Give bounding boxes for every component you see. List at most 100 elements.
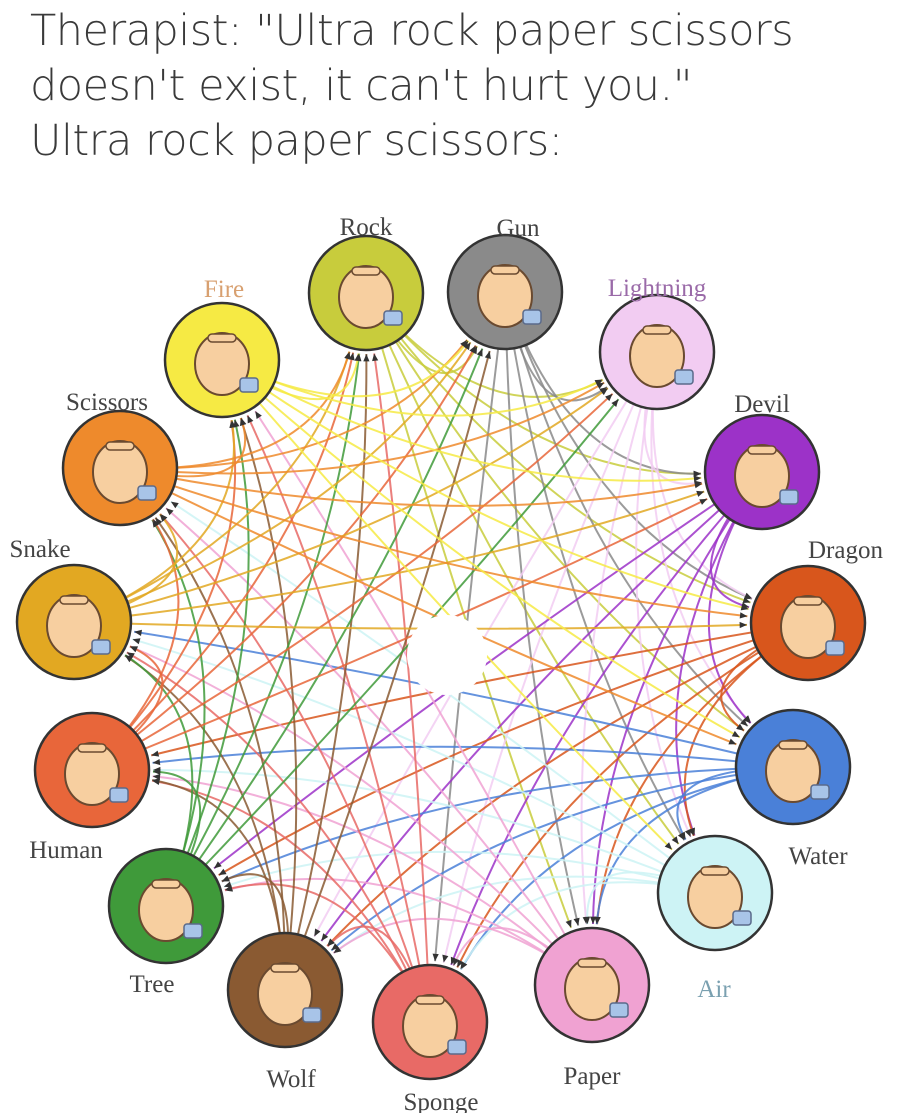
arrowhead: [152, 768, 161, 775]
hand-icon: [338, 265, 403, 329]
beats-arrow-tree-gun: [165, 348, 484, 907]
arrowhead: [333, 946, 342, 954]
arrowhead: [152, 778, 160, 785]
gesture-devil: Devil: [703, 391, 821, 531]
beats-arrow-devil-wolf: [320, 471, 763, 942]
arrowhead: [224, 885, 233, 892]
arrowhead: [736, 723, 744, 731]
beats-arrow-scissors-devil: [119, 467, 703, 507]
arrowhead: [664, 842, 673, 850]
arrowhead: [134, 629, 142, 636]
beats-arrow-human-gun: [91, 345, 477, 771]
arrowhead: [696, 490, 705, 497]
beats-arrow-air-wolf: [333, 875, 716, 954]
gesture-label: Water: [788, 843, 848, 870]
beats-arrow-air-tree: [223, 850, 716, 894]
gesture-label: Scissors: [66, 389, 148, 416]
gesture-rock: Rock: [307, 214, 425, 352]
hand-icon: [765, 739, 830, 803]
arrowhead: [151, 750, 160, 757]
caption-line-2: doesn't exist, it can't hurt you.": [30, 61, 693, 111]
beats-arrow-tree-lightning: [165, 398, 620, 907]
arrowhead: [321, 933, 329, 941]
arrowhead: [126, 652, 135, 659]
beats-arrow-dragon-wolf: [326, 622, 809, 947]
gesture-label: Human: [29, 837, 103, 864]
gesture-water: Water: [734, 708, 852, 870]
beats-arrow-sponge-snake: [126, 651, 431, 1023]
gesture-label: Rock: [340, 214, 393, 241]
arrowhead: [221, 875, 230, 882]
hand-icon: [402, 994, 467, 1058]
beats-arrow-fire-dragon: [221, 359, 749, 611]
arrowhead: [255, 411, 262, 420]
arrowhead: [594, 916, 601, 925]
beats-arrow-wolf-rock: [284, 353, 368, 991]
beats-arrow-water-tree: [221, 766, 794, 883]
arrowhead: [159, 514, 167, 522]
arrowhead: [453, 957, 460, 966]
gesture-label: Wolf: [266, 1066, 316, 1093]
arrowhead: [740, 718, 748, 727]
arrowhead: [240, 417, 247, 426]
arrowhead: [583, 916, 591, 925]
beats-arrow-lightning-water: [650, 351, 752, 724]
arrowhead: [247, 415, 254, 424]
beats-arrow-tree-rock: [165, 353, 361, 907]
gesture-label: Snake: [9, 536, 70, 563]
gesture-label: Lightning: [608, 275, 707, 302]
beats-arrow-wolf-gun: [284, 350, 491, 991]
beats-arrow-human-fire: [91, 420, 237, 771]
gesture-label: Devil: [734, 391, 790, 418]
arrowhead: [461, 340, 469, 349]
gesture-lightning: Lightning: [598, 275, 716, 411]
arrowhead: [699, 498, 708, 505]
arrowhead: [594, 379, 603, 386]
beats-arrow-lightning-air: [635, 351, 692, 838]
caption-line-1: Therapist: "Ultra rock paper scissors: [30, 6, 794, 56]
gesture-label: Gun: [496, 215, 540, 242]
hand-icon: [64, 742, 129, 806]
gesture-wolf: Wolf: [226, 931, 344, 1093]
gesture-sponge: Sponge: [371, 963, 489, 1113]
beats-arrow-paper-snake: [129, 645, 593, 986]
arrowhead: [372, 353, 379, 362]
arrowhead: [132, 638, 141, 645]
arrowhead: [605, 393, 613, 402]
hand-icon: [92, 440, 157, 504]
arrowhead: [739, 612, 748, 619]
arrowhead: [743, 715, 751, 724]
arrowhead: [460, 961, 467, 970]
arrowhead: [693, 470, 702, 478]
hand-icon: [194, 332, 259, 396]
beats-arrow-gun-paper: [504, 291, 580, 926]
arrowhead: [469, 345, 476, 354]
arrowhead: [129, 646, 138, 653]
gesture-human: Human: [29, 711, 151, 864]
beats-arrow-fire-devil: [221, 359, 702, 482]
arrowhead: [442, 954, 449, 963]
arrowhead: [331, 943, 339, 951]
arrowhead: [457, 959, 464, 968]
beats-arrow-dragon-tree: [218, 622, 809, 877]
beats-arrow-water-human: [152, 745, 794, 768]
beats-arrow-devil-paper: [591, 471, 763, 925]
arrowhead: [314, 928, 321, 937]
gesture-snake: Snake: [9, 536, 133, 681]
beats-arrow-human-rock: [91, 352, 355, 771]
arrowhead: [344, 351, 351, 360]
meme-caption: Therapist: "Ultra rock paper scissors do…: [30, 4, 890, 169]
hand-icon: [46, 594, 111, 658]
beats-arrow-tree-fire: [165, 419, 250, 907]
gesture-label: Air: [697, 976, 731, 1003]
arrowhead: [223, 881, 232, 888]
hand-icon: [687, 865, 752, 929]
gesture-fire: Fire: [163, 276, 281, 419]
gesture-gun: Gun: [446, 215, 564, 351]
arrowhead: [170, 501, 179, 509]
beats-arrow-air-snake: [132, 638, 716, 894]
center-hole: [407, 615, 487, 695]
arrowhead: [573, 917, 580, 926]
gesture-label: Sponge: [404, 1089, 479, 1113]
